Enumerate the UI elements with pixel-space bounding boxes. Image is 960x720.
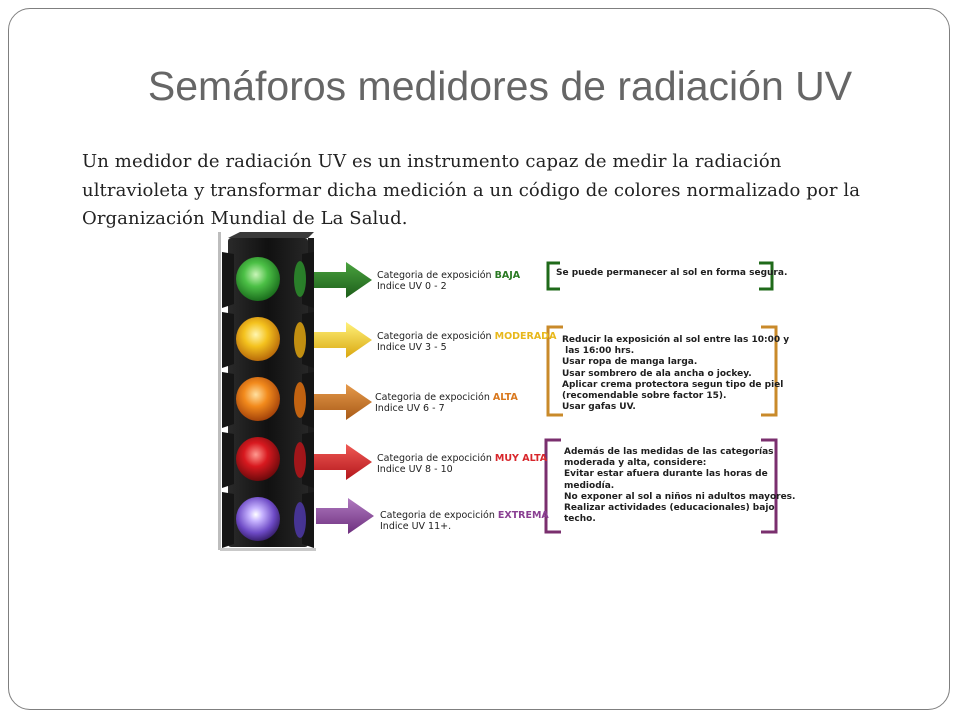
lamp-green bbox=[236, 257, 280, 301]
category-muy-alta: Categoria de expocición MUY ALTA Indice … bbox=[377, 453, 547, 475]
category-index: Indice UV 8 - 10 bbox=[377, 464, 453, 475]
advice-baja: Se puede permanecer al sol en forma segu… bbox=[556, 268, 787, 279]
category-index: Indice UV 6 - 7 bbox=[375, 403, 445, 414]
category-level: ALTA bbox=[492, 392, 518, 403]
advice-line: moderada y alta, considere: bbox=[564, 458, 707, 469]
arrow-green-icon bbox=[314, 262, 372, 298]
category-label: Categoria de exposición bbox=[377, 270, 495, 281]
lamp-red bbox=[236, 437, 280, 481]
advice-line: Además de las medidas de las categorías bbox=[564, 447, 774, 457]
advice-line: Usar sombrero de ala ancha o jockey. bbox=[562, 368, 752, 379]
advice-line: No exponer al sol a niños ni adultos may… bbox=[564, 491, 796, 502]
category-index: Indice UV 3 - 5 bbox=[377, 342, 447, 353]
advice-line: Realizar actividades (educacionales) baj… bbox=[564, 503, 775, 514]
arrow-red-icon bbox=[314, 444, 372, 480]
bracket-muy-alta bbox=[544, 438, 778, 534]
category-baja: Categoria de exposición BAJA Indice UV 0… bbox=[377, 270, 520, 292]
arrow-purple-icon bbox=[316, 498, 374, 534]
advice-line: (recomendable sobre factor 15). bbox=[562, 391, 727, 402]
category-level: MUY ALTA bbox=[494, 453, 548, 464]
category-level: MODERADA bbox=[494, 331, 557, 342]
advice-line: techo. bbox=[564, 514, 596, 525]
bracket-moderada bbox=[546, 325, 778, 417]
category-level: BAJA bbox=[494, 270, 521, 281]
advice-line: Usar ropa de manga larga. bbox=[562, 357, 698, 368]
category-index: Indice UV 11+. bbox=[380, 521, 452, 532]
advice-moderada: Reducir la exposición al sol entre las 1… bbox=[562, 335, 789, 413]
advice-line: Se puede permanecer al sol en forma segu… bbox=[556, 268, 788, 278]
arrow-yellow-icon bbox=[314, 322, 372, 358]
advice-muy-alta: Además de las medidas de las categorías … bbox=[564, 447, 795, 525]
bracket-baja bbox=[546, 261, 774, 291]
intro-paragraph: Un medidor de radiación UV es un instrum… bbox=[82, 151, 861, 229]
category-alta: Categoria de expocición ALTA Indice UV 6… bbox=[375, 392, 518, 414]
category-index: Indice UV 0 - 2 bbox=[377, 281, 447, 292]
lamp-purple bbox=[236, 497, 280, 541]
uv-traffic-light-figure: Categoria de exposición BAJA Indice UV 0… bbox=[218, 232, 795, 552]
mount-pole bbox=[218, 232, 221, 550]
advice-line: Usar gafas UV. bbox=[562, 402, 636, 413]
slide-frame bbox=[8, 8, 950, 710]
slide-title: Semáforos medidores de radiación UV bbox=[147, 63, 853, 109]
category-label: Categoria de exposición bbox=[377, 331, 495, 342]
advice-line: las 16:00 hrs. bbox=[562, 346, 635, 357]
advice-line: Aplicar crema protectora segun tipo de p… bbox=[562, 379, 784, 390]
advice-line: Evitar estar afuera durante las horas de bbox=[564, 469, 768, 480]
category-label: Categoria de expocición bbox=[375, 392, 493, 403]
advice-line: Reducir la exposición al sol entre las 1… bbox=[562, 335, 790, 345]
arrow-orange-icon bbox=[314, 384, 372, 420]
category-label: Categoria de expocición bbox=[377, 453, 495, 464]
category-level: EXTREMA bbox=[497, 510, 549, 521]
traffic-light-graphic bbox=[218, 232, 778, 551]
lamp-orange bbox=[236, 377, 280, 421]
lamp-yellow bbox=[236, 317, 280, 361]
mount-base bbox=[220, 548, 316, 551]
advice-line: mediodía. bbox=[564, 480, 615, 491]
category-extrema: Categoria de expocición EXTREMA Indice U… bbox=[380, 510, 549, 532]
category-label: Categoria de expocición bbox=[380, 510, 498, 521]
category-moderada: Categoria de exposición MODERADA Indice … bbox=[377, 331, 556, 353]
